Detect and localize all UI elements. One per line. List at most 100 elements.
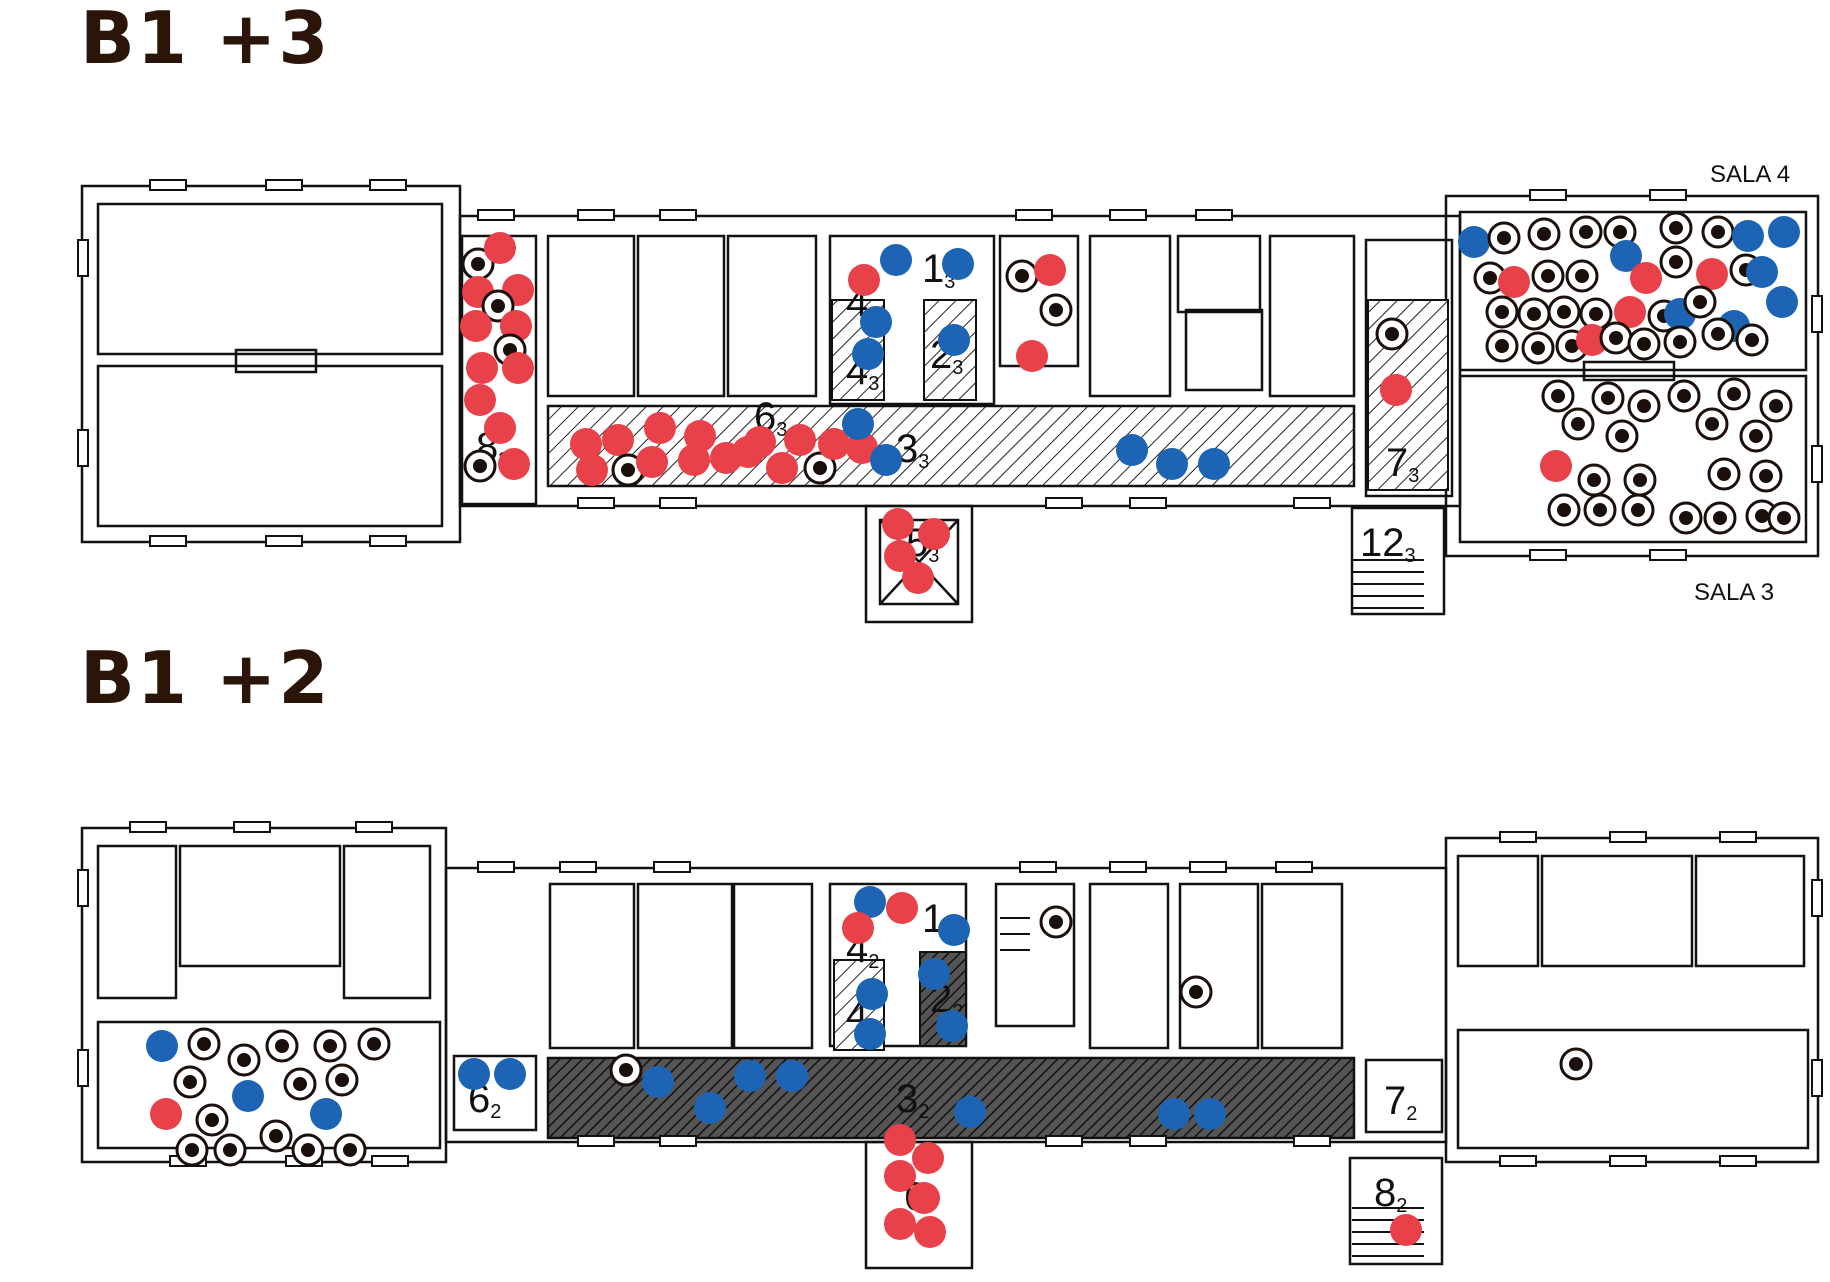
stair-7 xyxy=(1364,238,1454,498)
red-marker xyxy=(1390,1214,1422,1246)
red-marker xyxy=(1498,266,1530,298)
blue-marker xyxy=(852,338,884,370)
red-marker xyxy=(884,540,916,572)
red-marker xyxy=(502,352,534,384)
windows-b1-3 xyxy=(77,179,1823,561)
red-marker xyxy=(818,428,850,460)
target-marker xyxy=(1565,259,1599,293)
target-marker xyxy=(1603,215,1637,249)
red-marker xyxy=(848,264,880,296)
blue-marker xyxy=(870,444,902,476)
target-marker xyxy=(1627,327,1661,361)
target-marker xyxy=(357,1027,391,1061)
blue-marker xyxy=(1156,448,1188,480)
red-marker xyxy=(644,412,676,444)
markers-layer xyxy=(146,211,1801,1248)
stair-7-2 xyxy=(1364,1058,1444,1134)
target-marker xyxy=(1627,389,1661,423)
corridor-3-2 xyxy=(546,1056,1356,1140)
blue-marker xyxy=(854,1018,886,1050)
blue-marker xyxy=(938,324,970,356)
red-marker xyxy=(884,1124,916,1156)
room-number-3-b1-2: 32 xyxy=(896,1077,929,1123)
red-marker xyxy=(766,452,798,484)
right-hall xyxy=(1456,1028,1810,1150)
blue-marker xyxy=(776,1060,808,1092)
target-marker xyxy=(1759,389,1793,423)
right-wing-outer-2 xyxy=(1444,836,1820,1164)
red-marker xyxy=(576,454,608,486)
red-marker xyxy=(914,1216,946,1248)
target-marker xyxy=(1749,459,1783,493)
target-marker xyxy=(609,1053,643,1087)
target-marker xyxy=(1599,321,1633,355)
room-numbers-b1-2: 12 22 32 42 42 62 72 82 6 xyxy=(468,897,1417,1219)
sala-4 xyxy=(1458,210,1808,372)
target-marker xyxy=(1541,379,1575,413)
red-marker xyxy=(678,444,710,476)
blue-marker xyxy=(1116,434,1148,466)
blue-marker xyxy=(1746,256,1778,288)
target-marker xyxy=(1517,297,1551,331)
stair-8-bottom xyxy=(864,1140,974,1270)
target-marker xyxy=(481,289,515,323)
red-marker xyxy=(636,446,668,478)
blue-marker xyxy=(854,886,886,918)
target-marker xyxy=(1717,377,1751,411)
target-marker xyxy=(333,1133,367,1167)
blue-marker xyxy=(938,914,970,946)
target-marker xyxy=(1591,381,1625,415)
target-marker xyxy=(1605,419,1639,453)
red-marker xyxy=(912,1142,944,1174)
red-marker xyxy=(908,1182,940,1214)
left-wing-outer xyxy=(80,184,462,544)
target-marker xyxy=(1005,259,1039,293)
target-marker xyxy=(187,1027,221,1061)
blue-marker xyxy=(918,958,950,990)
red-marker xyxy=(484,412,516,444)
blue-marker xyxy=(1610,240,1642,272)
target-marker xyxy=(1547,493,1581,527)
blue-marker xyxy=(458,1058,490,1090)
target-marker xyxy=(1583,493,1617,527)
target-marker xyxy=(173,1065,207,1099)
red-marker xyxy=(884,1160,916,1192)
target-marker xyxy=(291,1133,325,1167)
target-marker xyxy=(1683,285,1717,319)
room-number-1-b1-3: 13 xyxy=(922,247,955,293)
red-marker xyxy=(684,420,716,452)
target-marker xyxy=(1039,905,1073,939)
target-marker xyxy=(1739,419,1773,453)
blue-marker xyxy=(856,978,888,1010)
red-marker xyxy=(1034,254,1066,286)
blue-marker xyxy=(642,1066,674,1098)
left-wing-room-b xyxy=(96,364,444,528)
target-marker xyxy=(1527,217,1561,251)
red-marker xyxy=(784,424,816,456)
blue-marker xyxy=(842,408,874,440)
target-marker xyxy=(1547,295,1581,329)
red-marker xyxy=(886,892,918,924)
red-marker xyxy=(498,448,530,480)
left-wing-room-a xyxy=(96,202,444,356)
target-marker xyxy=(1669,501,1703,535)
blue-marker xyxy=(1766,286,1798,318)
red-marker xyxy=(602,424,634,456)
target-marker xyxy=(1735,323,1769,357)
target-marker xyxy=(325,1063,359,1097)
blue-marker xyxy=(1194,1098,1226,1130)
room-number-12-b1-3: 123 xyxy=(1360,521,1416,567)
stair-5 xyxy=(864,504,974,624)
target-marker xyxy=(175,1133,209,1167)
red-marker xyxy=(1696,258,1728,290)
target-marker xyxy=(1695,407,1729,441)
stair-6-2 xyxy=(452,1054,538,1132)
red-marker xyxy=(842,912,874,944)
blue-marker xyxy=(494,1058,526,1090)
blue-marker xyxy=(1458,226,1490,258)
blue-marker xyxy=(954,1096,986,1128)
target-marker xyxy=(1707,457,1741,491)
target-marker xyxy=(1559,1047,1593,1081)
target-marker xyxy=(1579,297,1613,331)
